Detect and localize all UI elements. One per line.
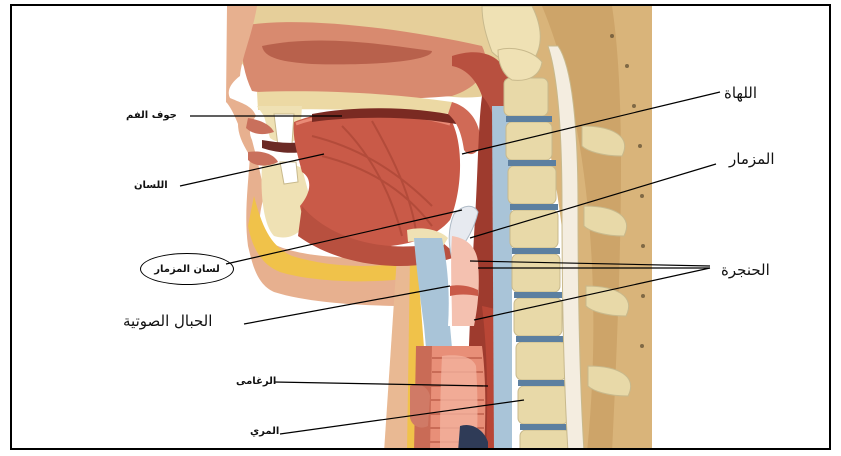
anatomy-illustration: [12, 6, 831, 450]
cricoid-cartilage: [424, 326, 452, 348]
label-vocal-cords: الحبال الصوتية: [123, 312, 212, 330]
label-tongue: اللسان: [134, 180, 168, 191]
label-glottis: المزمار: [729, 150, 775, 168]
label-uvula: اللهاة: [724, 84, 757, 102]
label-epiglottis-oval: لسان المزمار: [140, 253, 234, 285]
diagram-frame: جوف الفم اللسان لسان المزمار الحبال الصو…: [10, 4, 831, 450]
label-epiglottis: لسان المزمار: [154, 264, 220, 275]
label-trachea: الرغامى: [236, 376, 276, 387]
label-mouth-cavity: جوف الفم: [126, 110, 177, 121]
upper-tooth: [274, 114, 294, 146]
label-larynx: الحنجرة: [721, 261, 770, 279]
label-esophagus: المري: [250, 426, 279, 437]
thyroid-gland-lower: [410, 384, 430, 427]
